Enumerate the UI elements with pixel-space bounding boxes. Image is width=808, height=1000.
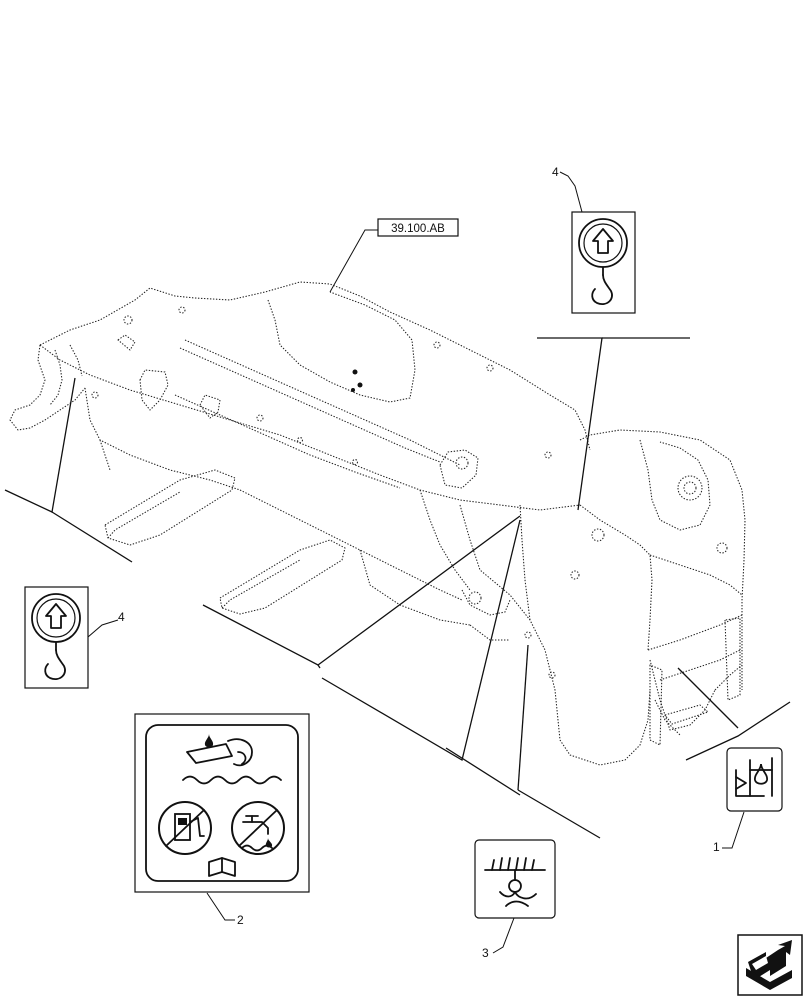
chassis-frame <box>9 281 746 766</box>
leader-item4-left <box>87 619 119 638</box>
leader-item2 <box>206 892 235 921</box>
reference-tag[interactable]: 39.100.AB <box>377 218 459 237</box>
decal-item3[interactable] <box>474 839 556 919</box>
fuel-water-warning-icon <box>158 734 285 877</box>
hydraulic-oil-level-icon <box>735 757 773 797</box>
decal-item4-top[interactable] <box>571 211 636 314</box>
reference-leader <box>329 229 378 293</box>
leader-item4-top <box>559 171 583 213</box>
leader-item3 <box>492 917 515 954</box>
callout-item3[interactable]: 3 <box>482 946 489 960</box>
lifting-hook-icon <box>31 593 81 680</box>
next-page-arrow-icon[interactable] <box>737 934 803 996</box>
zone-lines <box>4 337 791 839</box>
reference-label[interactable]: 39.100.AB <box>391 223 445 235</box>
decal-item2[interactable] <box>134 713 310 893</box>
decal-item4-left[interactable] <box>24 586 89 689</box>
callout-item2[interactable]: 2 <box>237 913 244 927</box>
decal-inner-frame <box>145 724 299 882</box>
tie-down-hook-icon <box>484 857 546 907</box>
callout-item4-left[interactable]: 4 <box>118 610 125 624</box>
callout-item4-top[interactable]: 4 <box>552 165 559 179</box>
callout-item1[interactable]: 1 <box>713 840 720 854</box>
leader-item1 <box>722 811 745 849</box>
decal-item1[interactable] <box>726 747 783 812</box>
reference-box <box>377 218 459 237</box>
leader-lines <box>87 171 745 954</box>
lifting-hook-icon <box>578 218 628 305</box>
